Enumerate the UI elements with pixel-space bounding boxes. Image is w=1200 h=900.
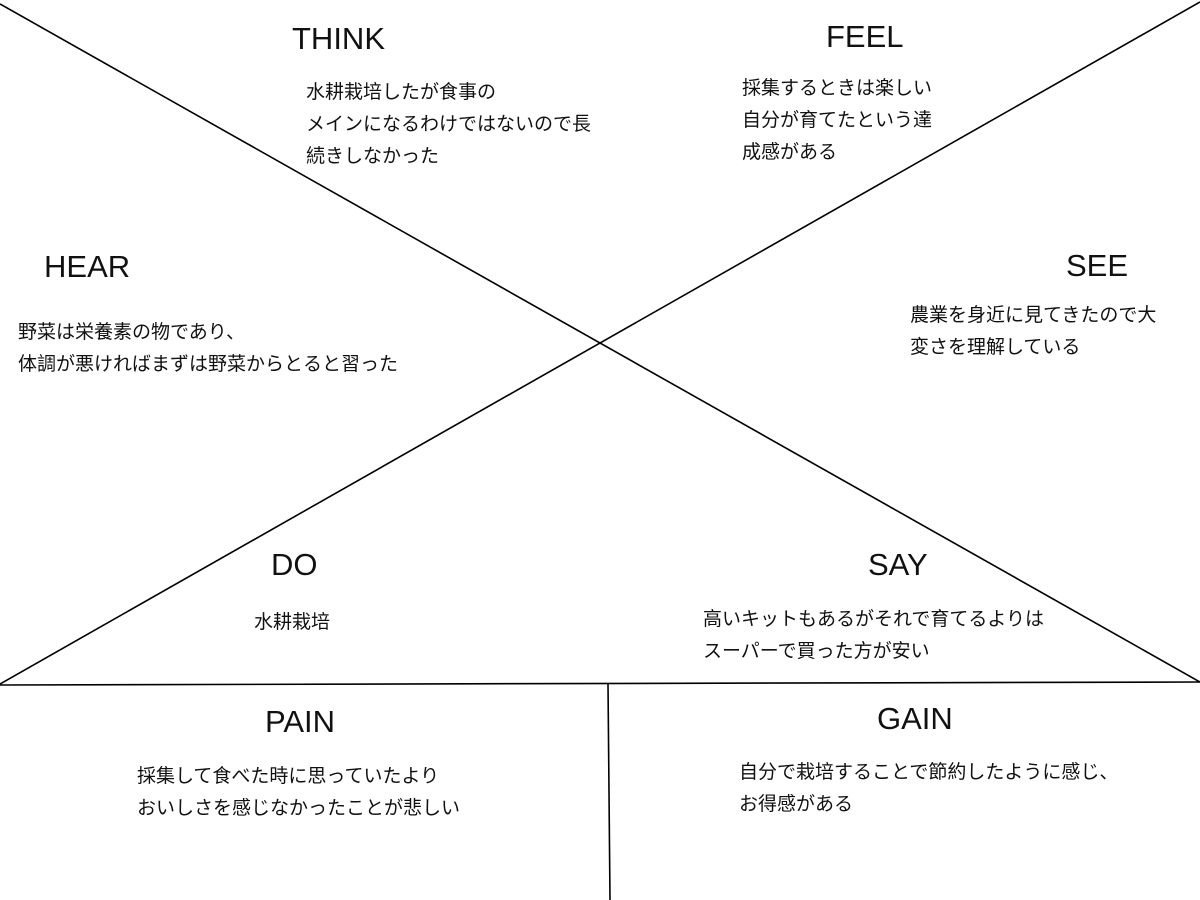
pain-text: 採集して食べた時に思っていたより おいしさを感じなかったことが悲しい (137, 760, 460, 824)
think-line: メインになるわけではないので長 (306, 113, 592, 135)
gain-line: 自分で栽培することで節約したように感じ、 (739, 761, 1119, 783)
pain-heading: PAIN (265, 704, 336, 739)
horizontal-divider-line (0, 681, 1200, 686)
pain-line: おいしさを感じなかったことが悲しい (137, 797, 461, 819)
think-heading: THINK (292, 21, 385, 56)
feel-text: 採集するときは楽しい 自分が育てたという達 成感がある (742, 72, 932, 168)
see-heading: SEE (1066, 248, 1129, 283)
pain-line: 採集して食べた時に思っていたより (137, 765, 440, 787)
think-line: 水耕栽培したが食事の (306, 81, 497, 103)
diagonal-line-top-right (0, 1, 1200, 685)
vertical-divider-line (607, 683, 611, 900)
see-line: 変さを理解している (910, 336, 1081, 358)
think-line: 続きしなかった (306, 145, 440, 167)
feel-line: 成感がある (742, 141, 838, 163)
say-heading: SAY (868, 547, 928, 582)
see-line: 農業を身近に見てきたので大 (910, 304, 1157, 326)
feel-heading: FEEL (826, 19, 904, 54)
gain-text: 自分で栽培することで節約したように感じ、 お得感がある (739, 756, 1118, 820)
see-text: 農業を身近に見てきたので大 変さを理解している (910, 299, 1156, 363)
hear-line: 体調が悪ければまずは野菜からとると習った (18, 353, 399, 375)
think-text: 水耕栽培したが食事の メインになるわけではないので長 続きしなかった (306, 76, 591, 172)
do-heading: DO (271, 547, 318, 582)
gain-heading: GAIN (877, 701, 953, 736)
feel-line: 自分が育てたという達 (742, 109, 933, 131)
say-line: スーパーで買った方が安い (703, 640, 930, 662)
do-line: 水耕栽培 (254, 611, 331, 633)
hear-text: 野菜は栄養素の物であり、 体調が悪ければまずは野菜からとると習った (18, 316, 398, 380)
do-text: 水耕栽培 (254, 606, 330, 638)
feel-line: 採集するときは楽しい (742, 77, 933, 99)
hear-line: 野菜は栄養素の物であり、 (18, 321, 246, 343)
say-text: 高いキットもあるがそれで育てるよりは スーパーで買った方が安い (703, 603, 1044, 667)
gain-line: お得感がある (739, 793, 854, 815)
hear-heading: HEAR (44, 249, 131, 284)
say-line: 高いキットもあるがそれで育てるよりは (703, 608, 1045, 630)
